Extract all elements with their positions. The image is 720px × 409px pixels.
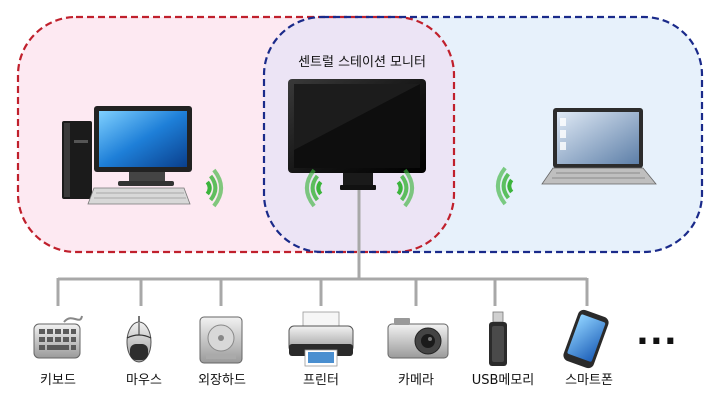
keyboard-icon (33, 315, 83, 359)
usb-memory-icon (489, 311, 507, 366)
camera-icon (387, 318, 449, 359)
device-label-camera: 카메라 (398, 373, 434, 388)
mouse-icon (126, 316, 152, 363)
smartphone-icon (563, 309, 609, 369)
device-label-keyboard: 키보드 (40, 373, 76, 388)
wireless-signal-icon (495, 166, 514, 206)
connector-tree (56, 190, 589, 306)
printer-icon (288, 311, 354, 367)
device-label-usb-memory: USB메모리 (471, 373, 535, 388)
more-devices-ellipsis: ... (636, 313, 678, 353)
device-label-smartphone: 스마트폰 (565, 373, 613, 388)
wireless-signal-icon (396, 168, 415, 208)
device-label-external-hdd: 외장하드 (198, 373, 246, 388)
external-hdd-icon (199, 316, 243, 364)
wireless-signal-icon (304, 168, 323, 208)
device-label-mouse: 마우스 (126, 373, 162, 388)
left-zone-border (16, 15, 456, 254)
laptop-icon (541, 108, 657, 185)
desktop-pc-icon (62, 106, 192, 205)
central-station-label: 센트럴 스테이션 모니터 (298, 55, 426, 70)
right-zone-border (262, 15, 704, 254)
central-monitor-icon (288, 79, 426, 190)
device-label-printer: 프린터 (303, 373, 339, 388)
wireless-signal-icon (205, 168, 224, 208)
